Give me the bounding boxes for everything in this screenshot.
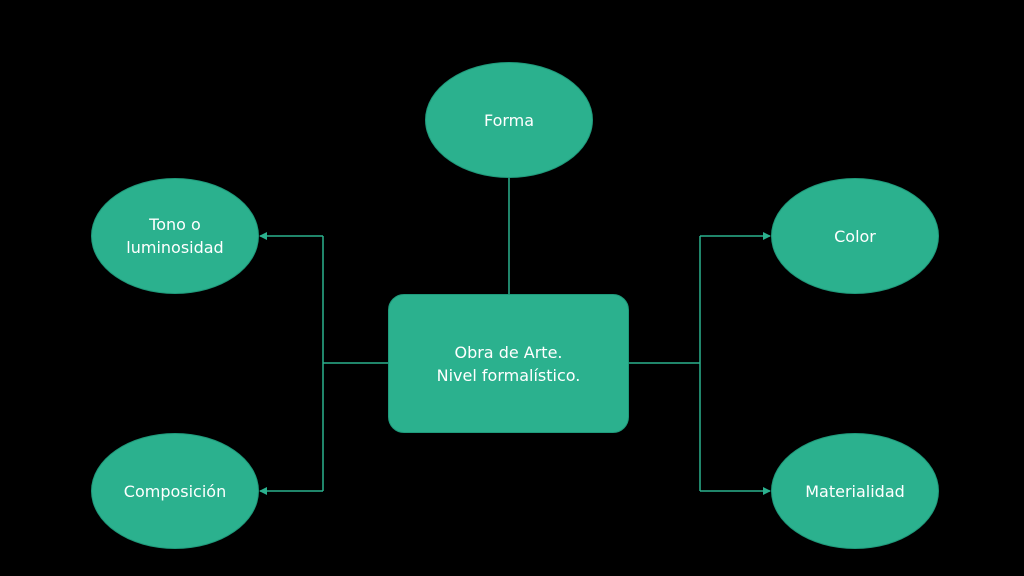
node-color[interactable]: Color xyxy=(771,178,939,294)
node-center-line1: Obra de Arte. xyxy=(454,342,563,362)
node-tono-luminosidad[interactable]: Tono o luminosidad xyxy=(91,178,259,294)
node-color-label: Color xyxy=(834,226,876,246)
node-composicion[interactable]: Composición xyxy=(91,433,259,549)
node-center-line2: Nivel formalístico. xyxy=(436,365,581,385)
node-forma[interactable]: Forma xyxy=(425,62,593,178)
node-tono-line1: Tono o xyxy=(149,215,201,234)
node-composicion-label: Composición xyxy=(123,481,227,501)
node-forma-label: Forma xyxy=(483,110,535,130)
node-obra-de-arte[interactable]: Obra de Arte. Nivel formalístico. xyxy=(388,294,629,433)
node-tono-line2: luminosidad xyxy=(126,238,224,257)
node-materialidad-label: Materialidad xyxy=(805,481,905,501)
node-materialidad[interactable]: Materialidad xyxy=(771,433,939,549)
